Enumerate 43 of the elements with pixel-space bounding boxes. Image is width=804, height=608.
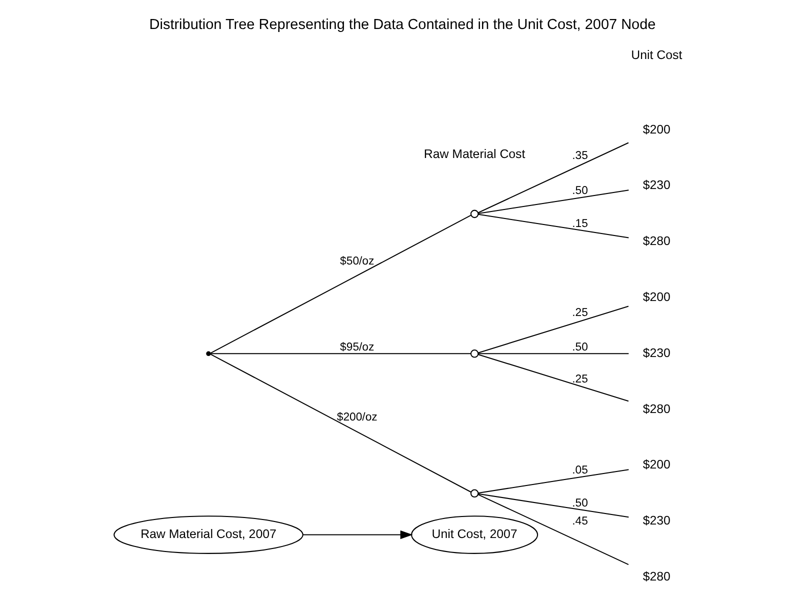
edge-label: .15	[572, 218, 588, 230]
node-text: $280	[642, 568, 670, 583]
connector	[477, 142, 628, 213]
edge-label: .50	[572, 340, 588, 353]
connector	[477, 494, 628, 565]
label: Raw Material Cost	[423, 146, 525, 161]
node-ellipse: Unit Cost, 2007	[410, 515, 538, 554]
node-text: $230	[642, 513, 670, 528]
node-text: $280	[642, 234, 670, 248]
edge-label: .50	[572, 497, 588, 510]
edge-label: .35	[572, 149, 588, 162]
diagram-title: Distribution Tree Representing the Data Contained in the Unit Cost, 2007 Node	[148, 16, 656, 32]
connector	[477, 305, 628, 353]
node-text: $200	[642, 457, 670, 472]
edge-label: .45	[572, 514, 588, 527]
connector	[478, 189, 628, 214]
connector	[478, 352, 628, 354]
edge-label: .25	[572, 372, 588, 385]
edge-label: .25	[572, 306, 588, 319]
edge-label: $50/oz	[340, 254, 374, 267]
node-point	[206, 350, 210, 356]
connector	[478, 213, 628, 238]
node-circle	[470, 349, 478, 358]
edge-label: $200/oz	[336, 411, 377, 424]
connector	[210, 214, 471, 353]
edge-label: .50	[572, 184, 588, 197]
node-text: $200	[642, 122, 670, 136]
node-text: $230	[642, 178, 670, 192]
node-text: $280	[642, 401, 670, 416]
edge-label: .05	[572, 464, 588, 476]
node-text: $230	[642, 345, 670, 360]
connector	[477, 353, 628, 402]
node-circle	[470, 209, 478, 218]
connector	[478, 468, 628, 493]
node-ellipse: Raw Material Cost, 2007	[113, 515, 303, 554]
node-text: $200	[642, 289, 670, 304]
connector	[478, 492, 628, 518]
connector	[210, 353, 471, 492]
connector	[210, 352, 470, 354]
arrow	[302, 530, 412, 539]
edge-label: $95/oz	[340, 340, 374, 353]
node-circle	[470, 488, 478, 498]
label: Unit Cost	[630, 47, 682, 62]
